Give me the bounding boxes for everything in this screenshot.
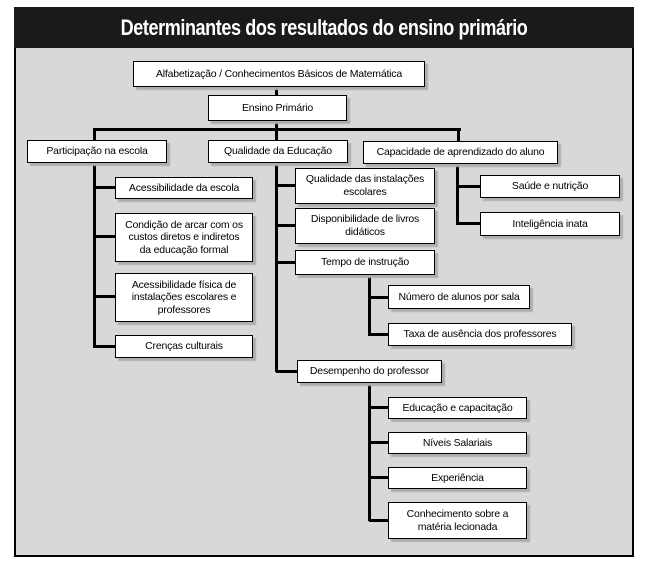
connector-stub-crencas [94,345,115,348]
connector-left-spine [93,163,96,348]
node-qualidade-das-instalacoes: Qualidade das instalações escolares [295,168,435,204]
node-acessibilidade-fisica: Acessibilidade física de instalações esc… [115,273,253,322]
node-alfabetizacao-conhecimentos-basicos: Alfabetização / Conhecimentos Básicos de… [133,61,425,87]
connector-mid-spine [275,163,278,372]
connector-stub-numero [369,296,388,299]
connector-drop-participacao [93,128,96,140]
connector-alfabetizacao-ensino [275,87,278,96]
node-experiencia: Experiência [388,467,527,489]
connector-right-spine [456,164,459,225]
node-ensino-primario: Ensino Primário [208,95,347,121]
node-crencas-culturais: Crenças culturais [115,335,253,358]
connector-stub-conhecimento [369,519,388,522]
node-capacidade-de-aprendizado: Capacidade de aprendizado do aluno [363,141,558,164]
connector-stub-tempo [276,261,295,264]
node-participacao-na-escola: Participação na escola [27,140,167,163]
node-acessibilidade-da-escola: Acessibilidade da escola [115,177,253,199]
connector-ensino-branch [275,121,278,130]
diagram-title-bar: Determinantes dos resultados do ensino p… [14,7,634,48]
diagram-title: Determinantes dos resultados do ensino p… [120,14,528,40]
connector-stub-niveis [369,441,388,444]
node-qualidade-da-educacao: Qualidade da Educação [208,140,348,163]
node-saude-e-nutricao: Saúde e nutrição [480,175,620,198]
connector-tempo-spine [368,275,371,336]
node-inteligencia-inata: Inteligência inata [480,212,620,236]
connector-stub-instalacoes [276,184,295,187]
diagram-frame [14,7,634,557]
node-conhecimento-da-materia: Conhecimento sobre a matéria lecionada [388,502,527,539]
node-educacao-e-capacitacao: Educação e capacitação [388,397,527,419]
connector-stub-livros [276,224,295,227]
connector-drop-capacidade [457,128,460,141]
node-numero-de-alunos-por-sala: Número de alunos por sala [388,285,530,309]
connector-stub-educacao [369,406,388,409]
connector-desempenho-spine [368,383,371,521]
node-disponibilidade-de-livros: Disponibilidade de livros didáticos [295,208,435,244]
node-desempenho-do-professor: Desempenho do professor [297,360,442,383]
node-taxa-de-ausencia: Taxa de ausência dos professores [388,323,572,346]
connector-stub-condicao [94,235,115,238]
node-condicao-de-custos: Condição de arcar com os custos diretos … [115,213,253,262]
node-niveis-salariais: Níveis Salariais [388,432,527,454]
node-tempo-de-instrucao: Tempo de instrução [295,250,435,275]
connector-stub-saude [457,185,480,188]
connector-stub-acessibilidade-escola [94,186,115,189]
connector-stub-fisica [94,295,115,298]
connector-drop-qualidade [275,128,278,140]
connector-stub-experiencia [369,476,388,479]
connector-stub-desempenho [276,370,297,373]
connector-stub-taxa [369,333,388,336]
connector-stub-inteligencia [457,222,480,225]
